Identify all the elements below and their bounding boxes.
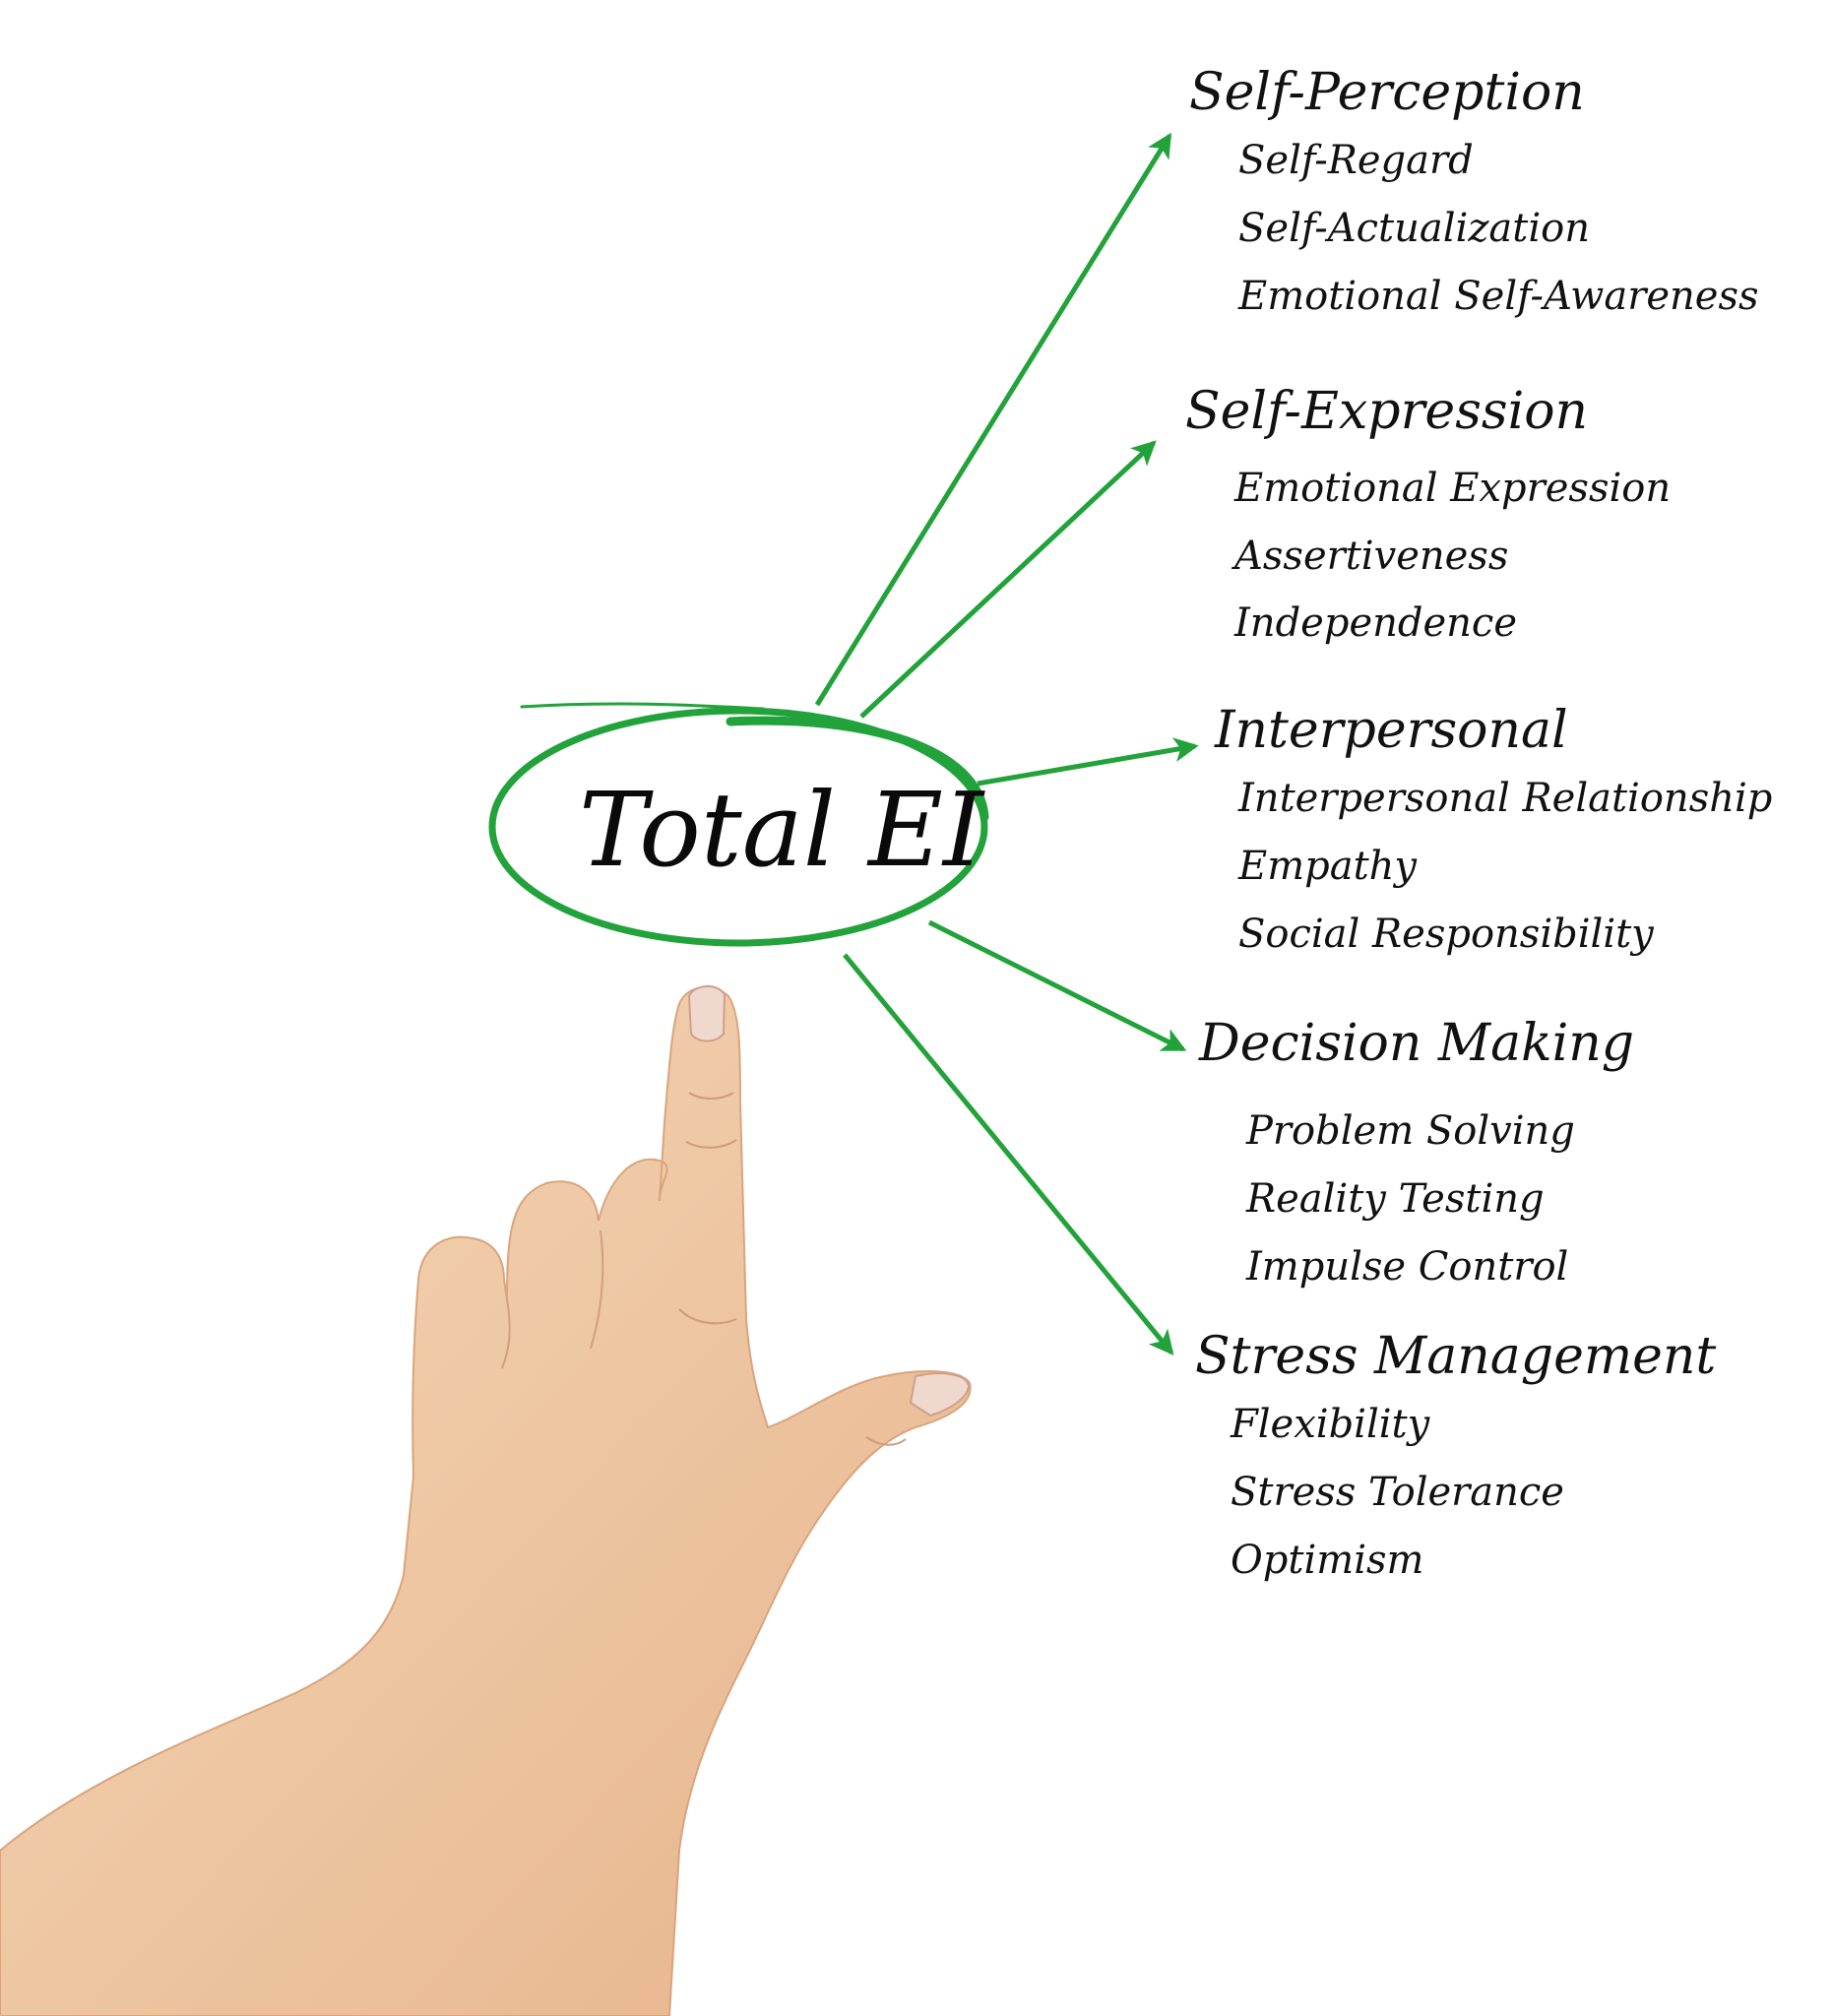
category-title-stress-management: Stress Management <box>1195 1327 1717 1386</box>
category-title-interpersonal: Interpersonal <box>1215 701 1568 760</box>
category-item: Problem Solving <box>1246 1108 1575 1154</box>
category-item: Independence <box>1234 600 1517 646</box>
category-item: Emotional Expression <box>1234 466 1672 511</box>
category-item: Flexibility <box>1231 1402 1430 1447</box>
category-item: Stress Tolerance <box>1231 1470 1564 1515</box>
category-item: Reality Testing <box>1246 1176 1545 1222</box>
arrow-decision-making <box>927 919 1187 1052</box>
arrow-self-expression <box>859 440 1157 719</box>
arrow-self-perception <box>814 132 1172 707</box>
category-item: Impulse Control <box>1246 1244 1569 1290</box>
category-item: Self-Regard <box>1238 138 1474 183</box>
category-item: Optimism <box>1231 1538 1424 1583</box>
category-title-decision-making: Decision Making <box>1199 1014 1635 1073</box>
center-ellipse <box>488 702 989 947</box>
arrow-interpersonal <box>977 737 1199 787</box>
category-item: Emotional Self-Awareness <box>1238 274 1759 319</box>
arrow-stress-management <box>843 953 1174 1355</box>
category-item: Self-Actualization <box>1238 206 1590 251</box>
category-title-self-perception: Self-Perception <box>1189 63 1585 122</box>
category-item: Social Responsibility <box>1238 912 1654 957</box>
category-item: Assertiveness <box>1234 534 1509 579</box>
center-label: Total EI <box>579 770 984 890</box>
category-title-self-expression: Self-Expression <box>1185 382 1588 441</box>
category-item: Empathy <box>1238 844 1418 889</box>
pointing-hand-icon <box>0 985 972 2016</box>
category-item: Interpersonal Relationship <box>1238 776 1773 821</box>
